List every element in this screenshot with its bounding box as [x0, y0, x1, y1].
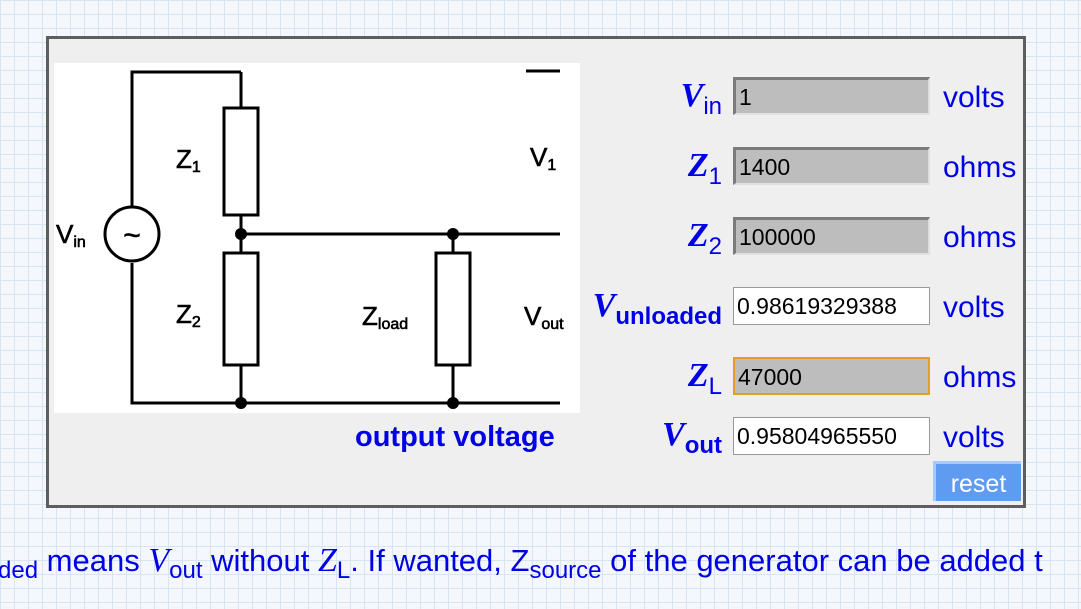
footnote-lead: ded — [0, 557, 39, 584]
label-vout: Vout — [524, 301, 564, 333]
footnote-text-2: without — [211, 543, 310, 578]
vout-unit: volts — [943, 421, 1005, 454]
label-z2: Z2 — [176, 299, 201, 331]
footnote-text-4: of the generator can be added t — [610, 543, 1043, 578]
zl-input[interactable]: 47000 — [733, 357, 930, 395]
z2-unit: ohms — [943, 221, 1017, 254]
z1-unit: ohms — [943, 151, 1017, 184]
z1-input[interactable]: 1400 — [733, 147, 930, 185]
vunloaded-output: 0.98619329388 — [733, 287, 930, 325]
footnote-vout: V — [148, 542, 170, 579]
resistor-z2 — [222, 251, 260, 367]
footnote-zl: Z — [317, 542, 337, 579]
output-voltage-caption: output voltage — [355, 421, 555, 453]
zl-label: ZL — [687, 357, 722, 400]
node-mid-left — [235, 228, 247, 240]
footnote-zsource-sub: source — [529, 557, 602, 584]
footnote-zl-sub: L — [336, 557, 351, 584]
zl-unit: ohms — [943, 361, 1017, 394]
vin-label: Vin — [680, 77, 722, 120]
node-bottom-right — [447, 397, 459, 409]
circuit-schematic: ~ Z1 Vin Z2 Zload V1 Vout — [56, 69, 564, 409]
ac-source — [103, 205, 161, 263]
reset-button[interactable]: reset — [933, 461, 1021, 501]
vin-input[interactable]: 1 — [733, 77, 930, 115]
vunloaded-label: Vunloaded — [592, 287, 722, 330]
wire-top-left — [130, 70, 241, 206]
label-v1: V1 — [530, 142, 556, 174]
vin-unit: volts — [943, 81, 1005, 114]
footnote: ded means Vout without ZL. If wanted, Zs… — [0, 538, 1081, 588]
resistor-zload — [434, 251, 472, 367]
wire-bottom — [130, 263, 560, 405]
footnote-text-1: means — [46, 543, 140, 578]
source-symbol: ~ — [123, 219, 141, 252]
label-vin: Vin — [56, 219, 86, 251]
resistor-z1 — [222, 106, 260, 217]
node-mid-right — [447, 228, 459, 240]
footnote-text-3: . If wanted, Z — [350, 543, 530, 578]
node-bottom-left — [235, 397, 247, 409]
vunloaded-unit: volts — [943, 291, 1005, 324]
label-z1: Z1 — [176, 144, 201, 176]
label-zload: Zload — [362, 301, 408, 333]
circuit-diagram: ~ Z1 Vin Z2 Zload V1 Vout — [54, 63, 580, 413]
z2-input[interactable]: 100000 — [733, 217, 930, 255]
footnote-vout-sub: out — [169, 557, 203, 584]
z1-label: Z1 — [687, 147, 722, 190]
z2-label: Z2 — [687, 217, 722, 260]
vout-label: Vout — [662, 416, 722, 459]
calculator-panel: ~ Z1 Vin Z2 Zload V1 Vout output voltage… — [46, 36, 1026, 508]
vout-output: 0.95804965550 — [733, 417, 930, 455]
